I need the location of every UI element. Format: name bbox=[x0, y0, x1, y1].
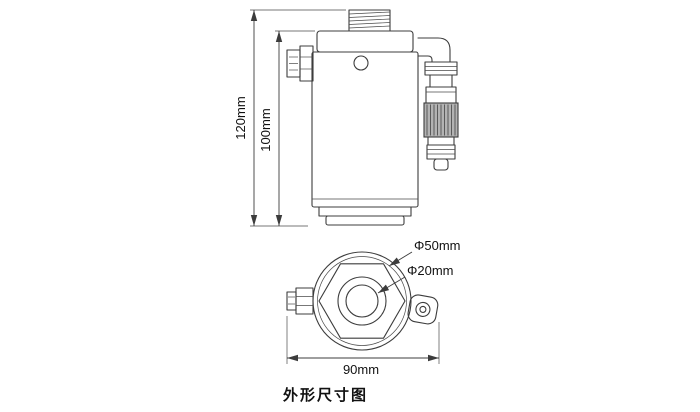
base-ring-upper bbox=[318, 206, 412, 217]
top-view bbox=[286, 251, 439, 351]
hex-nut-outline bbox=[318, 263, 406, 339]
phi50-leader-line bbox=[388, 251, 413, 267]
knurl-hatching bbox=[426, 104, 456, 136]
lower-collar bbox=[427, 136, 455, 146]
threaded-connector bbox=[348, 9, 391, 32]
left-gland-front bbox=[286, 45, 314, 82]
tab-hole-center bbox=[419, 305, 427, 313]
elbow-inner bbox=[417, 55, 433, 63]
dim-body-height: 100mm bbox=[258, 30, 315, 226]
phi20-leader-line bbox=[377, 276, 406, 294]
thread-hatching bbox=[348, 11, 391, 29]
tab-hole-circle bbox=[415, 301, 431, 317]
dim-overall-width: 90mm bbox=[286, 316, 440, 377]
housing-body bbox=[311, 51, 419, 208]
drawing-caption: 外形尺寸图 bbox=[282, 386, 368, 404]
phi50-text: Φ50mm bbox=[414, 238, 461, 253]
label-phi50: Φ50mm bbox=[388, 238, 461, 267]
front-view bbox=[286, 9, 459, 226]
phi50-bore-circle bbox=[337, 276, 387, 326]
elbow-nut bbox=[424, 61, 458, 76]
dim-overall-height: 120mm bbox=[233, 9, 346, 227]
connector-tip bbox=[433, 158, 449, 171]
rim-circle bbox=[317, 256, 407, 346]
elbow-outer bbox=[417, 37, 451, 63]
phi20-port-circle bbox=[345, 284, 379, 318]
dim-120-label: 120mm bbox=[233, 96, 248, 139]
base-ring-lower bbox=[325, 215, 405, 226]
dim-90-label: 90mm bbox=[343, 362, 379, 377]
outer-flange-circle bbox=[312, 251, 412, 351]
front-indicator-circle bbox=[353, 55, 369, 71]
phi20-text: Φ20mm bbox=[407, 263, 454, 278]
lower-nut bbox=[426, 144, 456, 160]
left-gland-top bbox=[286, 287, 314, 315]
top-cap bbox=[316, 30, 414, 53]
connector-body bbox=[425, 86, 457, 104]
right-mount-tab bbox=[407, 294, 439, 325]
connector-collar bbox=[429, 74, 453, 88]
dim-100-label: 100mm bbox=[258, 108, 273, 151]
right-elbow-connector bbox=[417, 37, 459, 171]
label-phi20: Φ20mm bbox=[377, 263, 454, 294]
